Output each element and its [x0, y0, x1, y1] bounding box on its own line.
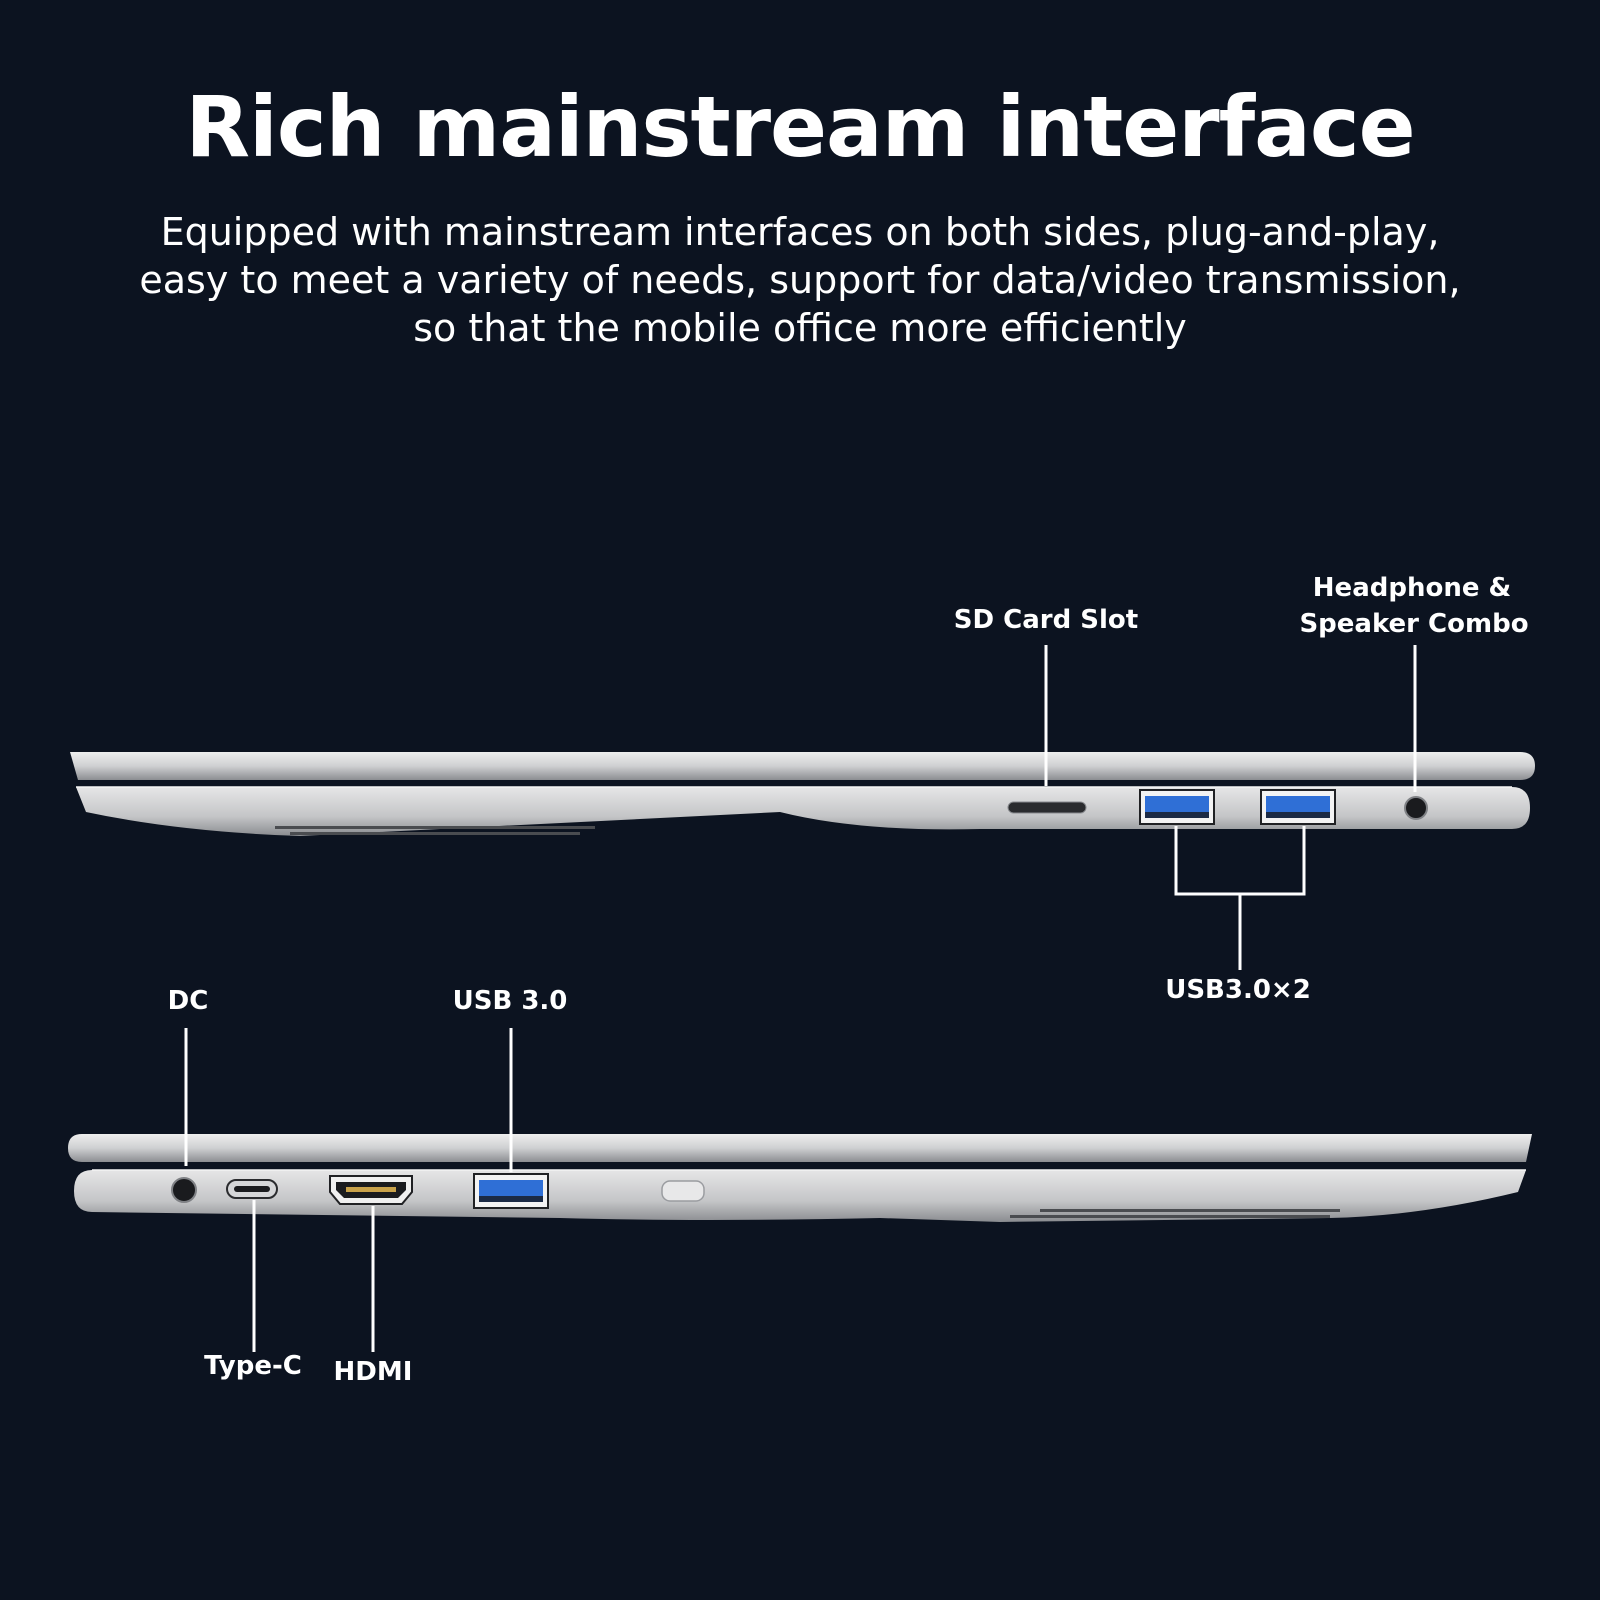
subtitle-line: Equipped with mainstream interfaces on b…: [160, 210, 1440, 254]
laptop-lid: [70, 752, 1535, 780]
usb-a-port: [1260, 789, 1336, 825]
speaker-grille: [275, 826, 595, 835]
speaker-grille: [1010, 1209, 1340, 1218]
usb-pair-label: USB3.0×2: [1165, 975, 1311, 1005]
laptop-base: [74, 1170, 1526, 1222]
laptop-right-side: [70, 752, 1535, 836]
dc-port: [171, 1177, 197, 1203]
laptop-left-side: [68, 1134, 1532, 1222]
hdmi-port: [329, 1175, 413, 1205]
headphone-label-line1: Headphone &: [1313, 573, 1511, 603]
status-indicator: [661, 1180, 705, 1202]
type-c-label: Type-C: [204, 1351, 302, 1381]
usb-label: USB 3.0: [453, 986, 568, 1016]
usb-a-port: [473, 1173, 549, 1209]
headphone-label-line2: Speaker Combo: [1299, 609, 1528, 639]
hdmi-label: HDMI: [334, 1357, 413, 1387]
type-c-port: [226, 1179, 278, 1199]
page-subtitle: Equipped with mainstream interfaces on b…: [100, 208, 1500, 352]
usb-a-port: [1139, 789, 1215, 825]
subtitle-line: so that the mobile office more efficient…: [413, 306, 1187, 350]
laptop-lid: [68, 1134, 1532, 1162]
headphone-jack: [1404, 796, 1428, 820]
usb-pair-bracket: [1174, 826, 1306, 970]
subtitle-line: easy to meet a variety of needs, support…: [139, 258, 1461, 302]
page-title: Rich mainstream interface: [185, 78, 1415, 176]
sd-card-slot: [1007, 801, 1087, 814]
sd-card-label: SD Card Slot: [954, 605, 1138, 635]
dc-label: DC: [168, 986, 209, 1016]
